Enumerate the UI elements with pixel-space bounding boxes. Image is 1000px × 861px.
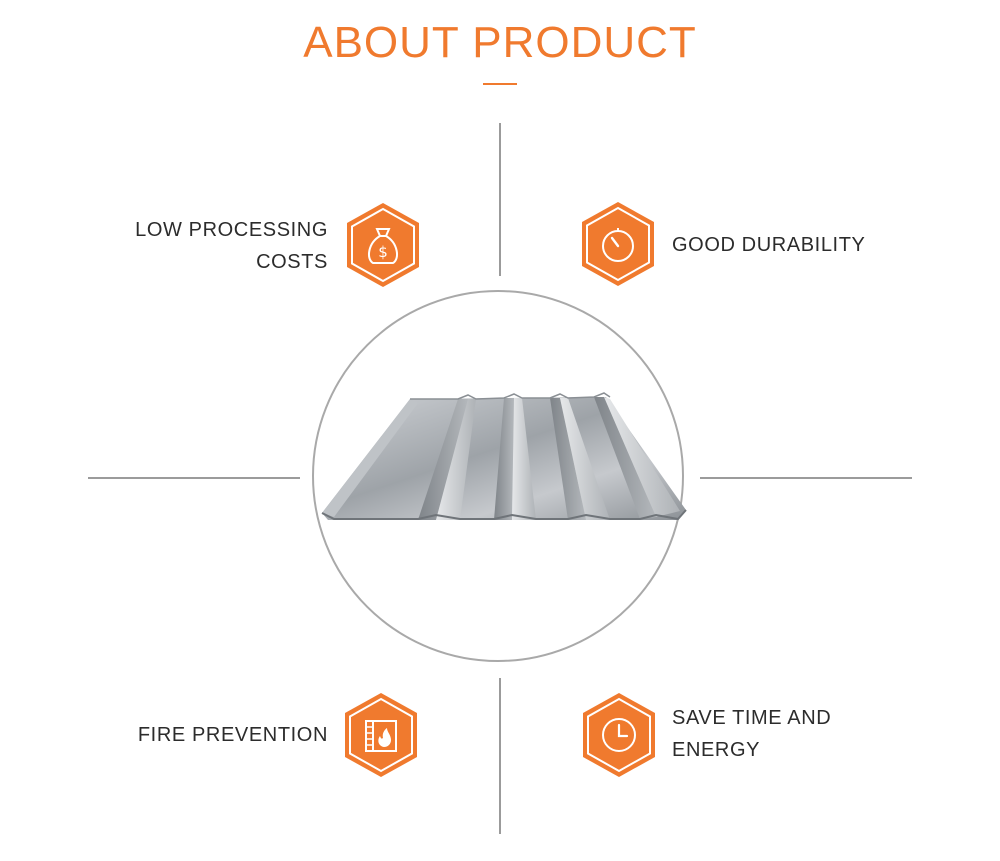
feature-label-line: SAVE TIME AND: [672, 707, 832, 729]
divider-bottom: [499, 678, 501, 834]
feature-label-line: LOW PROCESSING: [135, 219, 328, 241]
feature-label-line: ENERGY: [672, 739, 761, 761]
divider-top: [499, 123, 501, 276]
fire-icon: [342, 691, 420, 779]
money-bag-icon: $: [344, 201, 422, 289]
title-underline: [483, 83, 517, 85]
page-title: ABOUT PRODUCT: [303, 18, 697, 67]
gauge-icon: [579, 200, 657, 288]
feature-label-line: COSTS: [256, 251, 328, 273]
divider-right: [700, 477, 912, 479]
roof-sheet-image: [321, 392, 687, 521]
clock-icon: [580, 691, 658, 779]
feature-fire-prevention: FIRE PREVENTION: [100, 719, 328, 751]
feature-label-line: GOOD DURABILITY: [672, 234, 866, 256]
feature-low-processing-costs: LOW PROCESSING COSTS: [100, 214, 328, 278]
feature-label-line: FIRE PREVENTION: [137, 724, 328, 746]
divider-left: [88, 477, 300, 479]
svg-text:$: $: [378, 243, 388, 261]
feature-good-durability: GOOD DURABILITY: [672, 229, 932, 261]
feature-save-time-and-energy: SAVE TIME AND ENERGY: [672, 702, 932, 766]
